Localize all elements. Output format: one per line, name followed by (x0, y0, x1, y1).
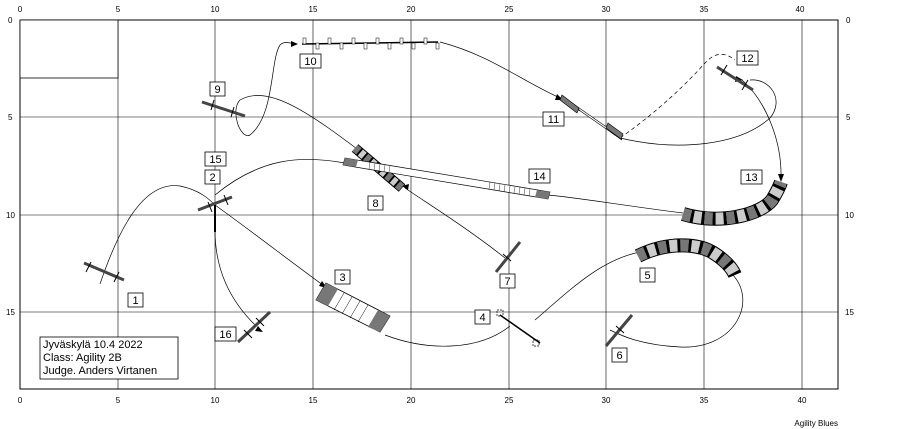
x-axis-top: 0 5 10 15 20 25 30 35 40 (18, 5, 805, 14)
obstacle-label-7: 7 (499, 273, 516, 289)
obstacle-4-weave (496, 309, 541, 347)
obstacle-label-13: 13 (740, 169, 763, 185)
credit-label: Agility Blues (794, 419, 838, 428)
obstacle-3-chute (315, 282, 391, 333)
course-judge: Judge. Anders Virtanen (43, 365, 157, 377)
obstacle-label-14: 14 (528, 168, 551, 184)
svg-text:14: 14 (533, 171, 545, 183)
obstacle-label-9: 9 (209, 81, 226, 97)
svg-text:4: 4 (479, 312, 485, 324)
obstacle-7-jump (494, 241, 522, 273)
svg-text:12: 12 (741, 53, 753, 65)
x-tick: 20 (407, 396, 416, 405)
course-info-box: Jyväskylä 10.4 2022 Class: Agility 2B Ju… (39, 336, 179, 380)
y-axis-left: 0 5 10 15 (6, 16, 15, 317)
obstacle-label-5: 5 (639, 267, 656, 283)
x-tick: 0 (18, 5, 23, 14)
svg-text:8: 8 (372, 198, 378, 210)
obstacle-label-12: 12 (736, 50, 759, 66)
svg-text:1: 1 (132, 295, 138, 307)
dog-path-dashed (619, 54, 736, 139)
x-tick: 30 (602, 5, 611, 14)
y-tick: 15 (6, 308, 15, 317)
x-tick: 25 (505, 5, 514, 14)
x-tick: 5 (116, 396, 121, 405)
svg-text:5: 5 (644, 270, 650, 282)
obstacle-11-dogwalk (559, 94, 624, 141)
y-tick: 5 (8, 113, 13, 122)
y-tick: 10 (6, 211, 15, 220)
y-tick: 0 (8, 16, 13, 25)
x-tick: 0 (18, 396, 23, 405)
x-tick: 15 (309, 396, 318, 405)
obstacle-label-8: 8 (367, 195, 384, 211)
x-tick: 10 (211, 5, 220, 14)
obstacle-14-aframe (342, 157, 551, 200)
svg-text:3: 3 (339, 272, 345, 284)
obstacle-label-15: 15 (204, 151, 227, 167)
x-tick: 5 (116, 5, 121, 14)
obstacle-5-tunnel (634, 238, 742, 279)
obstacle-label-6: 6 (611, 347, 628, 363)
start-box (19, 19, 119, 79)
y-tick: 5 (846, 113, 851, 122)
obstacle-label-4: 4 (474, 309, 491, 325)
course-date-location: Jyväskylä 10.4 2022 (43, 339, 143, 351)
x-tick: 10 (211, 396, 220, 405)
x-tick: 35 (700, 396, 709, 405)
obstacle-16-jump (236, 310, 272, 344)
field-border (19, 19, 839, 390)
grid-lines (20, 20, 838, 389)
obstacle-label-1: 1 (127, 292, 144, 308)
svg-text:13: 13 (745, 172, 757, 184)
x-tick: 40 (798, 396, 807, 405)
x-tick: 35 (700, 5, 709, 14)
y-axis-right: 0 5 10 15 (845, 16, 854, 317)
obstacle-label-2: 2 (204, 169, 221, 185)
x-tick: 15 (309, 5, 318, 14)
obstacle-1-jump (83, 261, 125, 283)
obstacle-12-jump (716, 64, 754, 92)
course-class: Class: Agility 2B (43, 352, 122, 364)
obstacle-label-10: 10 (299, 53, 322, 69)
svg-text:9: 9 (214, 84, 220, 96)
y-tick: 10 (845, 211, 854, 220)
obstacle-label-16: 16 (214, 326, 237, 342)
svg-text:10: 10 (304, 56, 316, 68)
x-tick: 30 (602, 396, 611, 405)
dog-path (99, 41, 782, 348)
obstacle-6-jump (604, 314, 634, 347)
obstacle-10-weave (301, 37, 440, 50)
svg-text:7: 7 (504, 276, 510, 288)
svg-text:6: 6 (616, 350, 622, 362)
x-tick: 20 (407, 5, 416, 14)
x-axis-bottom: 0 5 10 15 20 25 30 35 40 (18, 396, 807, 405)
x-tick: 40 (796, 5, 805, 14)
svg-text:16: 16 (219, 329, 231, 341)
obstacle-label-3: 3 (334, 269, 351, 285)
obstacle-9-jump (201, 99, 246, 118)
x-tick: 25 (505, 396, 514, 405)
obstacle-2-jump (197, 194, 233, 232)
svg-text:11: 11 (548, 114, 559, 126)
y-tick: 15 (845, 308, 854, 317)
obstacle-number-labels: 1 2 3 4 5 6 7 8 9 10 11 12 13 14 15 16 (127, 50, 763, 363)
y-tick: 0 (846, 16, 851, 25)
obstacle-13-tunnel (681, 179, 788, 226)
svg-text:2: 2 (209, 172, 215, 184)
svg-text:15: 15 (209, 154, 221, 166)
obstacle-label-11: 11 (542, 111, 565, 127)
